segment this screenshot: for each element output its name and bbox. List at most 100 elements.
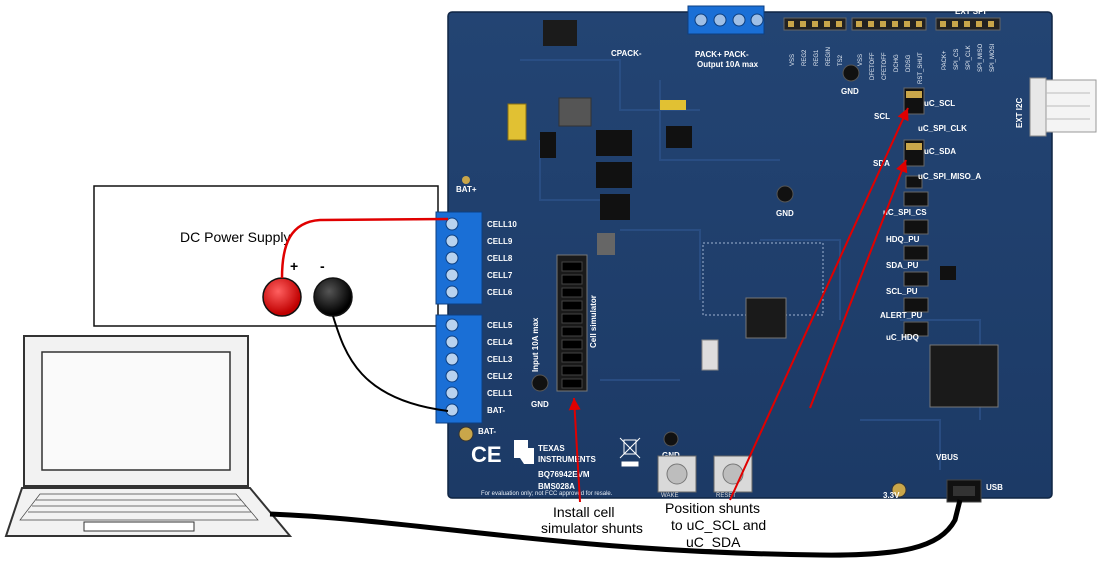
usb-cable <box>269 499 963 558</box>
psu-positive-terminal <box>262 277 302 317</box>
jumper-label-uc-hdq: uC_HDQ <box>886 333 919 342</box>
jumper-label-uc-spi-clk: uC_SPI_CLK <box>918 124 967 133</box>
output-sublabel: Output 10A max <box>697 60 759 69</box>
usb-label: USB <box>986 483 1003 492</box>
tp-vbus: VBUS <box>936 453 959 462</box>
pin-vss-1: VSS <box>790 54 796 66</box>
callout-position: Position shunts to uC_SCL and uC_SDA <box>665 500 766 550</box>
pin-ts2: TS2 <box>838 54 844 66</box>
laptop-touchpad <box>83 521 195 532</box>
jumper-label-uc-spi-miso: uC_SPI_MISO_A <box>918 172 981 181</box>
evm-board: PACK+ PACK- Output 10A max <box>435 5 1097 503</box>
pin-regin: REGIN <box>826 47 832 66</box>
cell-labels: CELL10 CELL9 CELL8 CELL7 CELL6 CELL5 CEL… <box>487 220 517 415</box>
board-disclaimer: For evaluation only; not FCC approved fo… <box>481 491 613 497</box>
tp-gnd-left: GND <box>531 400 549 409</box>
jumper-label-sda-pu: SDA_PU <box>886 261 919 270</box>
jumper-label-alert-pu: ALERT_PU <box>880 311 922 320</box>
psu-label: DC Power Supply <box>180 229 291 245</box>
jumper-label-sda: SDA <box>873 159 890 168</box>
ext-spi-label: EXT SPI <box>955 7 986 16</box>
input-terminal-top <box>435 211 483 305</box>
tp-bat-minus: BAT- <box>478 427 496 436</box>
tp-gnd-mid: GND <box>776 209 794 218</box>
cell-label-1: CELL1 <box>487 389 513 398</box>
ext-i2c-label: EXT I2C <box>1015 98 1024 128</box>
pin-dfetoff: DFETOFF <box>870 52 876 80</box>
wires <box>269 217 963 558</box>
pin-cfetoff: CFETOFF <box>882 52 888 80</box>
arrow-uc-sda <box>809 159 908 409</box>
red-wire <box>280 217 449 279</box>
cell-label-7: CELL7 <box>487 271 513 280</box>
jumper-label-scl-pu: SCL_PU <box>886 287 918 296</box>
arrow-uc-scl <box>729 107 909 501</box>
ti-logo <box>514 440 534 464</box>
jumper-labels: SCL uC_SCL uC_SPI_CLK SDA uC_SDA uC_SPI_… <box>873 99 981 342</box>
pin-spi-clk: SPI_CLK <box>966 45 972 70</box>
callout-arrows <box>568 107 909 503</box>
weee-icon <box>619 437 641 467</box>
jumper-label-scl: SCL <box>874 112 890 121</box>
cell-label-bat-minus: BAT- <box>487 406 505 415</box>
pin-spi-packplus: PACK+ <box>942 50 948 70</box>
spi-header <box>935 17 1001 31</box>
tp-3v3: 3.3V <box>883 491 900 500</box>
laptop-screen <box>41 351 231 471</box>
board-part: BMS028A <box>538 482 575 491</box>
psu-plus-label: + <box>290 258 298 274</box>
laptop-keyboard <box>19 493 259 521</box>
pin-dchg: DCHG <box>894 54 900 72</box>
wake-button <box>657 455 697 493</box>
cell-label-2: CELL2 <box>487 372 513 381</box>
pin-ddsg: DDSG <box>906 54 912 72</box>
test-points <box>458 64 907 498</box>
psu-negative-terminal <box>313 277 353 317</box>
cell-label-3: CELL3 <box>487 355 513 364</box>
cell-label-5: CELL5 <box>487 321 513 330</box>
svg-text:CE: CE <box>471 442 502 467</box>
cell-label-9: CELL9 <box>487 237 513 246</box>
cell-simulator-label: Cell simulator <box>589 295 598 348</box>
psu-minus-label: - <box>320 258 325 274</box>
ext-i2c-connector <box>1029 77 1097 137</box>
top-pin-labels: VSS REG2 REG1 REGIN TS2 VSS DFETOFF CFET… <box>790 43 996 84</box>
ce-logo: CE <box>471 442 502 467</box>
board-model: BQ76942EVM <box>538 470 590 479</box>
output-label: PACK+ PACK- <box>695 50 749 59</box>
i2c-jumpers <box>903 87 929 337</box>
jumper-label-uc-spi-cs: uC_SPI_CS <box>883 208 927 217</box>
top-header-left <box>783 17 847 31</box>
board-pcb <box>447 11 1053 499</box>
pin-spi-cs: SPI_CS <box>954 49 960 70</box>
input-terminal-bottom <box>435 314 483 424</box>
pin-spi-miso: SPI_MISO <box>978 43 984 72</box>
black-wire <box>332 315 449 412</box>
callout-install-line1: Install cell <box>553 504 614 520</box>
dc-power-supply: DC Power Supply + - <box>93 185 439 327</box>
usb-connector <box>946 479 982 503</box>
input-max-label: Input 10A max <box>531 317 540 372</box>
callout-install-line2: simulator shunts <box>541 520 643 536</box>
callout-install: Install cell simulator shunts <box>541 504 643 536</box>
callout-position-line1: Position shunts <box>665 500 760 516</box>
top-header-right <box>851 17 927 31</box>
cell-label-10: CELL10 <box>487 220 517 229</box>
cell-label-6: CELL6 <box>487 288 513 297</box>
pin-reg1: REG1 <box>814 49 820 66</box>
ti-name-line1: TEXAS <box>538 444 565 453</box>
output-connector <box>687 5 765 35</box>
reset-label: RESET <box>716 493 736 499</box>
callout-position-line2: to uC_SCL and <box>671 517 766 533</box>
jumper-label-uc-sda: uC_SDA <box>924 147 956 156</box>
jumper-label-uc-scl: uC_SCL <box>924 99 955 108</box>
tp-bat-plus: BAT+ <box>456 185 477 194</box>
ti-name-line2: INSTRUMENTS <box>538 455 596 464</box>
cpack-label: CPACK- <box>611 49 642 58</box>
wake-label: WAKE <box>661 493 678 499</box>
laptop <box>4 335 293 537</box>
pin-rst-shut: RST_SHUT <box>918 52 924 84</box>
reset-button <box>713 455 753 493</box>
pin-vss-2: VSS <box>858 54 864 66</box>
